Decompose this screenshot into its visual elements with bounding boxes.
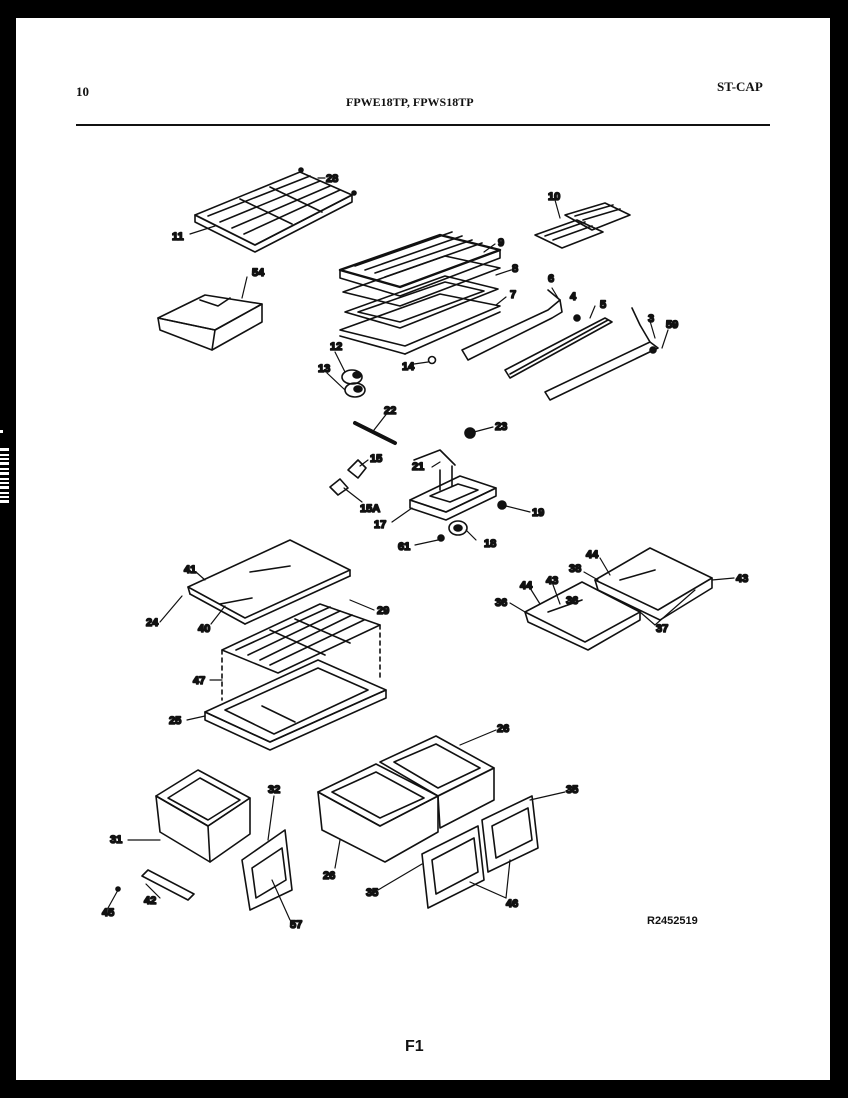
thermostat-core	[453, 524, 463, 532]
callout-23: 23	[495, 421, 507, 433]
callout-36: 36	[566, 595, 578, 607]
screw	[437, 534, 445, 542]
screw	[573, 314, 581, 322]
crisper-drawer-left	[317, 763, 439, 863]
callout-15: 15	[370, 453, 382, 465]
rollers	[341, 369, 366, 398]
callout-22: 22	[384, 405, 396, 417]
callout-36: 36	[495, 597, 507, 609]
model-numbers: FPWE18TP, FPWS18TP	[346, 95, 474, 109]
leader-lines	[107, 177, 735, 921]
screw	[649, 346, 657, 354]
callout-43: 43	[736, 573, 748, 585]
control-housing	[409, 465, 497, 521]
damper-lever	[413, 449, 456, 466]
callout-5: 5	[600, 299, 606, 311]
callout-6: 6	[548, 273, 554, 285]
callout-41: 41	[184, 564, 196, 576]
shelf-cover-assembly	[338, 231, 502, 355]
callout-10: 10	[548, 191, 560, 203]
control-knob	[329, 459, 367, 496]
callout-44: 44	[520, 580, 533, 592]
paper-sheet	[16, 18, 830, 1080]
callout-32: 32	[268, 784, 280, 796]
callout-44: 44	[586, 549, 599, 561]
reference-code: R2452519	[647, 915, 698, 927]
egg-trays	[534, 202, 631, 249]
wire-shelf-top	[194, 167, 357, 253]
crisper-frame	[204, 659, 387, 751]
callout-8: 8	[512, 263, 518, 275]
callout-57: 57	[290, 919, 302, 931]
callout-35: 35	[566, 784, 578, 796]
callout-26: 26	[497, 723, 509, 735]
callout-21: 21	[412, 461, 424, 473]
callout-11: 11	[172, 231, 184, 243]
dairy-tray	[157, 294, 263, 351]
callout-38: 38	[569, 563, 581, 575]
callout-35: 35	[366, 887, 378, 899]
glass-shelf-right-upper	[594, 547, 713, 621]
callout-25: 25	[169, 715, 181, 727]
callout-54: 54	[252, 267, 265, 279]
callout-29: 29	[377, 605, 389, 617]
callout-labels: 28 11 10 9 8 54 6 4 5 7 3 59 12 13 14 22…	[101, 172, 749, 932]
callout-7: 7	[510, 289, 516, 301]
glass-shelf-right-lower	[524, 581, 641, 651]
callout-59: 59	[666, 319, 678, 331]
glass-shelf-upper	[187, 539, 351, 625]
header-rule	[76, 124, 770, 126]
callout-19: 19	[532, 507, 544, 519]
callout-26: 26	[323, 870, 335, 882]
crisper-front-right	[481, 795, 539, 873]
callout-18: 18	[484, 538, 496, 550]
handle-bar	[141, 869, 195, 901]
clip	[464, 427, 476, 439]
small-drawer	[155, 769, 251, 863]
callout-47: 47	[193, 675, 205, 687]
crisper-front-left	[421, 825, 485, 909]
callout-12: 12	[330, 341, 342, 353]
callout-40: 40	[198, 623, 210, 635]
page-number: 10	[76, 84, 89, 99]
callout-37: 37	[656, 623, 668, 635]
small-drawer-front	[241, 829, 293, 911]
shelf-rail	[504, 317, 613, 379]
callout-61: 61	[398, 541, 410, 553]
wire-shelf-middle	[221, 603, 381, 701]
section-code: ST-CAP	[717, 79, 763, 94]
crisper-drawer-right	[379, 735, 495, 829]
callout-3: 3	[648, 313, 654, 325]
fastener	[497, 500, 507, 510]
long-rail	[544, 307, 659, 401]
shaft	[353, 421, 397, 445]
figure-label: F1	[405, 1038, 424, 1055]
callout-43: 43	[546, 575, 558, 587]
callout-17: 17	[374, 519, 386, 531]
callout-42: 42	[144, 895, 156, 907]
callout-13: 13	[318, 363, 330, 375]
thermostat	[448, 520, 468, 536]
callout-28: 28	[326, 173, 338, 185]
scan-edge-mark	[0, 430, 10, 510]
bumper	[427, 355, 437, 365]
callout-9: 9	[498, 237, 504, 249]
callout-31: 31	[110, 834, 122, 846]
callout-14: 14	[402, 361, 415, 373]
callout-15a: 15A	[360, 503, 380, 515]
callout-45: 45	[102, 907, 114, 919]
callout-46: 46	[506, 898, 518, 910]
callout-24: 24	[146, 617, 159, 629]
callout-4: 4	[570, 291, 577, 303]
